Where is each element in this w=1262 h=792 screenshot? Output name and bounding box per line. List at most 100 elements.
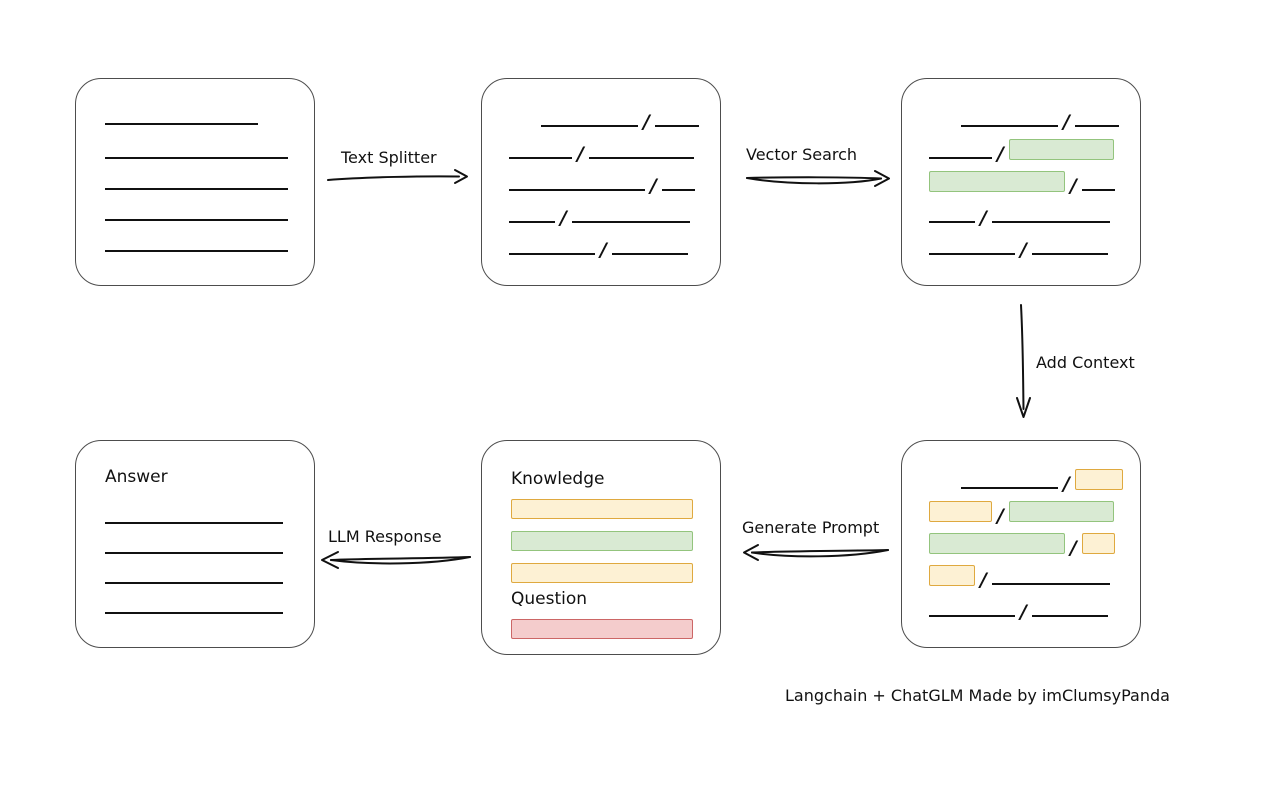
answer-lines [76, 441, 314, 647]
text-line [611, 253, 688, 255]
split-row: / [509, 144, 694, 165]
answer-line [105, 576, 283, 590]
split-row: / [509, 176, 695, 197]
split-row: / [509, 240, 688, 261]
split-separator: / [643, 110, 650, 133]
context-document-rows: / / / / / [902, 441, 1140, 647]
text-line [105, 157, 288, 159]
arrow-add-context [1016, 304, 1031, 418]
answer-line [105, 606, 283, 620]
document-line [105, 117, 258, 131]
document-line [105, 151, 288, 165]
edge-label-llm-response: LLM Response [328, 527, 442, 546]
split-separator: / [997, 142, 1004, 165]
document-line [105, 244, 288, 258]
split-separator: / [560, 206, 567, 229]
split-separator: / [1020, 238, 1027, 261]
document-line [105, 213, 288, 227]
edge-label-generate-prompt: Generate Prompt [742, 518, 880, 537]
context-chunk-highlight [1081, 532, 1115, 554]
question-bar [511, 619, 693, 639]
split-separator: / [1070, 536, 1077, 559]
knowledge-bar [511, 499, 693, 519]
retrieved-chunk-highlight [929, 532, 1065, 554]
knowledge-bar [511, 563, 693, 583]
text-line [105, 219, 288, 221]
text-line [929, 157, 992, 159]
text-line [961, 125, 1058, 127]
text-line [509, 221, 555, 223]
prompt-card[interactable]: Knowledge Question [481, 440, 721, 655]
text-line [509, 189, 645, 191]
arrow-llm-response [321, 551, 471, 569]
edge-label-text-splitter: Text Splitter [341, 148, 437, 167]
question-label: Question [511, 589, 588, 609]
context-row: / [961, 468, 1123, 495]
text-line [105, 552, 283, 554]
answer-line [105, 516, 283, 530]
source-document-lines [76, 79, 314, 285]
text-line [1031, 615, 1108, 617]
context-chunk-highlight [929, 564, 975, 586]
retrieved-row: / [929, 208, 1110, 229]
text-line [1031, 253, 1108, 255]
split-separator: / [1063, 472, 1070, 495]
footer-credit: Langchain + ChatGLM Made by imClumsyPand… [785, 686, 1170, 705]
retrieved-document-rows: / / / / / [902, 79, 1140, 285]
split-separator: / [600, 238, 607, 261]
text-line [105, 612, 283, 614]
text-line [105, 582, 283, 584]
arrow-text-splitter [327, 169, 468, 184]
text-line [1074, 125, 1119, 127]
retrieved-row: / [929, 170, 1115, 197]
split-document-rows: / / / / / [482, 79, 720, 285]
context-chunk-highlight [1074, 468, 1123, 490]
retrieved-chunk-highlight [1008, 138, 1114, 160]
text-line [105, 188, 288, 190]
arrow-vector-search [746, 170, 890, 187]
split-separator: / [577, 142, 584, 165]
text-line [105, 250, 288, 252]
text-line [105, 123, 258, 125]
split-separator: / [650, 174, 657, 197]
answer-line [105, 546, 283, 560]
text-line [929, 253, 1015, 255]
split-separator: / [1020, 600, 1027, 623]
text-line [991, 221, 1110, 223]
text-line [588, 157, 694, 159]
split-separator: / [980, 568, 987, 591]
retrieved-chunk-highlight [1008, 500, 1114, 522]
text-line [654, 125, 699, 127]
retrieved-document-card[interactable]: / / / / / [901, 78, 1141, 286]
retrieved-row: / [929, 240, 1108, 261]
text-line [929, 615, 1015, 617]
arrow-generate-prompt [743, 544, 889, 561]
text-line [961, 487, 1058, 489]
text-line [541, 125, 638, 127]
text-line [991, 583, 1110, 585]
text-line [1081, 189, 1115, 191]
context-chunk-highlight [929, 500, 992, 522]
split-separator: / [980, 206, 987, 229]
edge-label-vector-search: Vector Search [746, 145, 858, 164]
edge-label-add-context: Add Context [1036, 353, 1135, 372]
text-line [571, 221, 690, 223]
context-document-card[interactable]: / / / / / [901, 440, 1141, 648]
context-row: / [929, 564, 1110, 591]
retrieved-chunk-highlight [929, 170, 1065, 192]
knowledge-bar [511, 531, 693, 551]
document-line [105, 182, 288, 196]
answer-card[interactable]: Answer [75, 440, 315, 648]
text-line [929, 221, 975, 223]
source-document-card[interactable] [75, 78, 315, 286]
text-line [509, 253, 595, 255]
split-document-card[interactable]: / / / / / [481, 78, 721, 286]
text-line [661, 189, 695, 191]
knowledge-label: Knowledge [511, 469, 605, 489]
context-row: / [929, 602, 1108, 623]
context-row: / [929, 500, 1114, 527]
retrieved-row: / [961, 112, 1119, 133]
split-separator: / [997, 504, 1004, 527]
answer-label: Answer [105, 467, 168, 487]
